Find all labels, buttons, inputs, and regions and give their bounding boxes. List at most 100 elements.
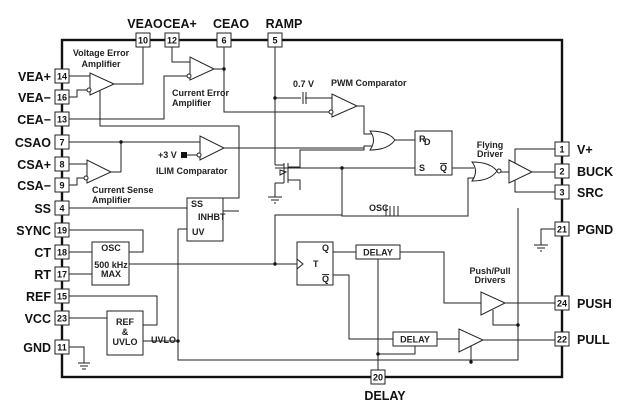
pin-vcc: 23 VCC [25,310,70,326]
svg-text:12: 12 [167,36,177,46]
svg-text:Q: Q [322,243,329,253]
left-pins: 14 VEA+ 16 VEA− 13 CEA− 7 CSAO 8 CSA+ 9 CSA− 4… [15,68,70,355]
pin-delay: 20 DELAY [364,369,406,403]
svg-text:CEAO: CEAO [213,17,249,31]
svg-text:Current Error: Current Error [172,88,230,98]
svg-text:Flying: Flying [477,140,504,150]
junctions [119,67,520,364]
svg-text:GND: GND [23,341,51,355]
flying-driver-or-gate [470,161,502,182]
pin-vea-plus: 14 VEA+ [18,68,70,84]
pin-pull: 22 PULL [554,331,610,347]
oscillator-block: OSC 500 kHz MAX [91,241,130,286]
pin-ss: 4 SS [34,200,70,216]
pin-ceao: 6 CEAO [213,17,249,48]
ss-inhibit-block: SS INHBT UV [186,197,226,242]
or-gate [368,130,396,151]
svg-text:BUCK: BUCK [577,165,613,179]
svg-text:8: 8 [59,160,64,170]
svg-text:+3 V: +3 V [158,150,177,160]
pin-csao: 7 CSAO [15,134,70,150]
svg-text:VCC: VCC [25,312,51,326]
rs-flip-flop: R D S Q [414,130,453,176]
svg-text:20: 20 [373,373,383,383]
svg-text:UV: UV [192,227,205,237]
svg-text:SYNC: SYNC [16,224,51,238]
svg-text:6: 6 [221,36,226,46]
svg-text:21: 21 [557,225,567,235]
svg-text:14: 14 [57,72,67,82]
svg-text:13: 13 [57,115,67,125]
svg-text:VEA+: VEA+ [18,70,51,84]
svg-text:DELAY: DELAY [400,335,430,345]
pin-src: 3 SRC [554,184,603,200]
svg-text:CSA−: CSA− [17,179,51,193]
svg-text:2: 2 [559,167,564,177]
delay-block-2: DELAY [392,331,438,347]
pin-pgnd: 21 PGND [554,221,613,237]
svg-text:7: 7 [59,138,64,148]
pin-vea-minus: 16 VEA− [18,89,70,105]
svg-text:Push/Pull: Push/Pull [469,266,510,276]
pin-buck: 2 BUCK [554,163,613,179]
svg-text:INHBT: INHBT [198,212,226,222]
svg-text:OSC: OSC [369,203,389,213]
flying-driver [508,159,534,184]
svg-text:VEAO: VEAO [127,17,163,31]
push-driver [480,291,507,316]
pwm-comparator [328,93,359,118]
svg-text:17: 17 [57,270,67,280]
svg-text:SRC: SRC [577,186,603,200]
svg-text:MAX: MAX [101,269,121,279]
svg-text:16: 16 [57,93,67,103]
svg-text:&: & [122,327,129,337]
svg-text:REF: REF [26,290,51,304]
svg-text:500 kHz: 500 kHz [94,260,128,270]
svg-text:CEA−: CEA− [17,113,51,127]
svg-text:Driver: Driver [477,149,504,159]
svg-text:OSC: OSC [101,243,121,253]
svg-text:Amplifier: Amplifier [81,59,121,69]
svg-text:Q: Q [322,274,329,284]
top-pins: 10 VEAO 12 CEA+ 6 CEAO 5 RAMP [127,17,303,48]
pin-cea-minus: 13 CEA− [17,111,70,127]
voltage-error-amplifier [86,72,116,96]
svg-text:SS: SS [34,202,51,216]
svg-text:Current Sense: Current Sense [92,185,154,195]
svg-text:DELAY: DELAY [364,389,406,403]
current-error-amplifier [186,56,216,81]
svg-text:CSAO: CSAO [15,136,51,150]
pin-cea-plus: 12 CEA+ [163,17,197,48]
svg-text:VEA−: VEA− [18,91,51,105]
svg-text:RAMP: RAMP [266,17,303,31]
svg-text:15: 15 [57,292,67,302]
pin-veao: 10 VEAO [127,17,163,48]
ilim-comparator [181,135,226,161]
svg-text:22: 22 [557,335,567,345]
svg-text:Amplifier: Amplifier [92,195,132,205]
delay-block-1: DELAY [355,244,401,260]
svg-text:5: 5 [272,36,277,46]
svg-text:4: 4 [59,204,64,214]
svg-text:CSA+: CSA+ [17,158,51,172]
svg-text:10: 10 [138,36,148,46]
svg-text:23: 23 [57,314,67,324]
svg-text:9: 9 [59,181,64,191]
svg-text:11: 11 [57,343,67,353]
svg-text:3: 3 [559,188,564,198]
wires [69,47,562,370]
svg-text:UVLO: UVLO [112,337,137,347]
svg-text:Voltage Error: Voltage Error [73,48,130,58]
svg-text:CEA+: CEA+ [163,17,197,31]
t-flip-flop: Q T Q [296,241,334,286]
svg-text:PGND: PGND [577,223,613,237]
svg-text:Drivers: Drivers [474,275,505,285]
svg-text:T: T [313,259,319,269]
svg-text:PULL: PULL [577,333,610,347]
svg-text:0.7 V: 0.7 V [293,79,314,89]
svg-text:DELAY: DELAY [363,248,393,258]
svg-text:CT: CT [34,246,51,260]
